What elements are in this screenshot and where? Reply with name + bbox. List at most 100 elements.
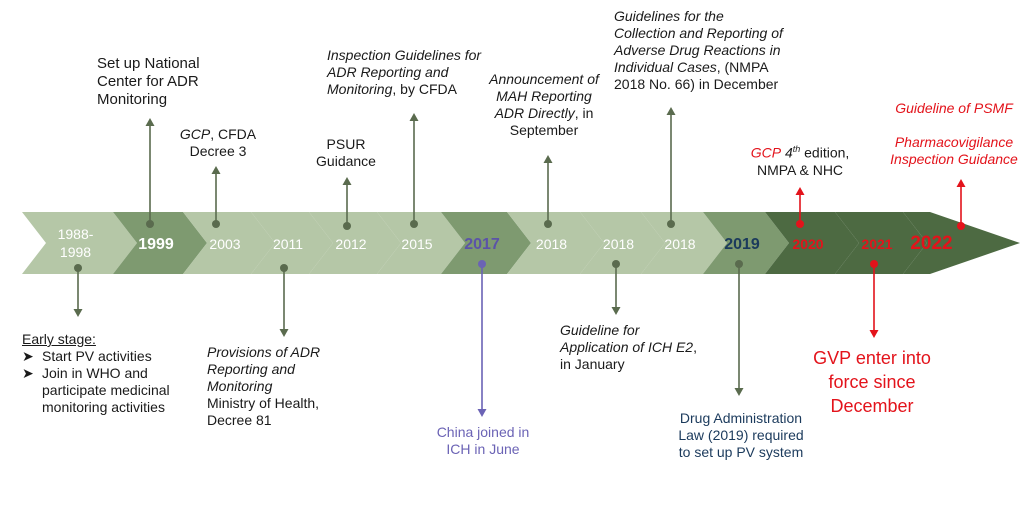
timeline-segment: [113, 212, 207, 274]
timeline-segment: [251, 212, 333, 274]
connector-arrowhead-icon: [543, 155, 553, 163]
timeline-year-label: 2018: [664, 236, 695, 252]
event-2012-label: PSUR Guidance: [313, 136, 379, 170]
timeline-year-label: 1999: [138, 236, 174, 253]
connector-arrowhead-icon: [279, 329, 289, 337]
timeline-segments: 1988- 1998 1999 2003 2011 2012 2015 2017 2018 201…: [22, 212, 1020, 274]
connector-arrowhead-icon: [73, 309, 83, 317]
event-1988-title: Early stage:: [22, 331, 96, 347]
event-2020-label: GCP 4th edition, NMPA & NHC: [735, 141, 865, 179]
event-2003-text: , CFDA Decree 3: [189, 126, 257, 159]
timeline-year-label: 2020: [792, 236, 823, 252]
event-2018b-text: , in January: [560, 339, 697, 372]
connector-arrowhead-icon: [477, 409, 487, 417]
connector-dot: [343, 222, 351, 230]
connector-arrowhead-icon: [666, 107, 676, 115]
timeline-year-label: 2018: [536, 236, 567, 252]
arrow-bullet-icon: ➤: [22, 365, 34, 381]
connector-arrowhead-icon: [956, 179, 966, 187]
connector-arrowhead-icon: [409, 113, 419, 121]
timeline-segment: [641, 212, 727, 274]
timeline-segment: [507, 212, 604, 274]
timeline-connectors: [73, 107, 966, 417]
event-2018c-italic: Guidelines for the Collection and Report…: [614, 8, 783, 75]
event-1988-list: ➤Start PV activities ➤Join in WHO and pa…: [22, 348, 202, 416]
connector-arrowhead-icon: [795, 187, 805, 195]
timeline-segment: [835, 212, 927, 274]
connector-dot: [544, 220, 552, 228]
timeline-year-label: 2003: [209, 236, 240, 252]
event-2018a-label: Announcement of MAH Reporting ADR Direct…: [484, 71, 604, 139]
connector-dot: [410, 220, 418, 228]
connector-arrowhead-icon: [869, 330, 879, 338]
event-2017-label: China joined in ICH in June: [424, 424, 542, 458]
event-2019-label: Drug Administration Law (2019) required …: [674, 410, 808, 461]
timeline-year-label: 2017: [464, 236, 500, 253]
timeline-segment: [183, 212, 275, 274]
connector-dot: [667, 220, 675, 228]
event-2018b-label: Guideline for Application of ICH E2, in …: [560, 322, 710, 373]
event-2020-sup: th: [792, 144, 801, 154]
event-1988-label: Early stage: ➤Start PV activities ➤Join …: [22, 331, 202, 416]
connector-dot: [478, 260, 486, 268]
event-2015-label: Inspection Guidelines for ADR Reporting …: [327, 47, 487, 98]
timeline-segment: [309, 212, 401, 274]
timeline-year-label: 2012: [335, 236, 366, 252]
connector-dot: [735, 260, 743, 268]
event-2018a-text: , in September: [509, 105, 594, 138]
event-2020-text: NMPA & NHC: [756, 161, 844, 178]
event-2019-text: Drug Administration Law (2019) required …: [678, 410, 804, 460]
event-2022-label: Guideline of PSMF Pharmacovigilance Insp…: [882, 100, 1026, 168]
timeline-segment: [441, 212, 531, 274]
event-2021-text: GVP enter into force since December: [813, 348, 931, 416]
connector-dot: [146, 220, 154, 228]
event-2018c-text: , (NMPA 2018 No. 66) in December: [614, 59, 779, 92]
event-2018b-italic: Guideline for Application of ICH E2: [560, 322, 694, 355]
connector-dot: [796, 220, 804, 228]
connector-dot: [74, 264, 82, 272]
event-2003-label: GCP, CFDA Decree 3: [176, 126, 260, 160]
event-1988-item: ➤ Start PV activities: [22, 348, 202, 365]
connector-arrowhead-icon: [342, 177, 352, 185]
timeline-year-label: 2011: [273, 236, 303, 252]
event-2020-num: 4: [784, 144, 793, 161]
timeline-segment: [580, 212, 665, 274]
timeline-segment: [22, 212, 137, 274]
event-1999-text: Set up National Center for ADR Monitorin…: [97, 55, 200, 108]
timeline-year-label: 2015: [401, 236, 432, 252]
event-2020-italic: GCP: [750, 144, 782, 161]
timeline-segment: [703, 212, 789, 274]
event-2021-label: GVP enter into force since December: [802, 346, 942, 418]
timeline-year-label: 2021: [861, 236, 892, 252]
event-2018a-italic: Announcement of MAH Reporting ADR Direct…: [489, 71, 599, 121]
event-2022-line2: Pharmacovigilance Inspection Guidance: [890, 134, 1018, 167]
event-2022-line1: Guideline of PSMF: [895, 100, 1013, 116]
event-2017-text: China joined in ICH in June: [436, 424, 530, 457]
event-2015-italic: Inspection Guidelines for ADR Reporting …: [327, 47, 482, 97]
event-2018c-label: Guidelines for the Collection and Report…: [614, 8, 786, 93]
arrow-bullet-icon: ➤: [22, 348, 34, 364]
timeline-segment: [377, 212, 465, 274]
event-2011-text: Ministry of Health, Decree 81: [207, 395, 320, 428]
connector-dot: [612, 260, 620, 268]
connector-dot: [212, 220, 220, 228]
event-2011-label: Provisions of ADR Reporting and Monitori…: [207, 344, 339, 429]
event-2020-mid: edition,: [800, 144, 850, 161]
event-2012-text: PSUR Guidance: [316, 136, 376, 169]
timeline-year-label: 2019: [724, 236, 760, 253]
connector-arrowhead-icon: [611, 307, 621, 315]
timeline-year-label: 1988-: [58, 226, 94, 242]
timeline-year-label: 1998: [60, 244, 91, 260]
event-2015-text: , by CFDA: [392, 81, 457, 97]
timeline-year-label: 2018: [603, 236, 634, 252]
event-2003-italic: GCP: [179, 126, 211, 142]
connector-dot: [957, 222, 965, 230]
event-1999-label: Set up National Center for ADR Monitorin…: [97, 55, 217, 109]
connector-arrowhead-icon: [211, 166, 221, 174]
event-1988-item-text: Start PV activities: [42, 348, 152, 364]
connector-dot: [280, 264, 288, 272]
timeline-year-label: 2022: [910, 233, 952, 254]
connector-dot: [870, 260, 878, 268]
